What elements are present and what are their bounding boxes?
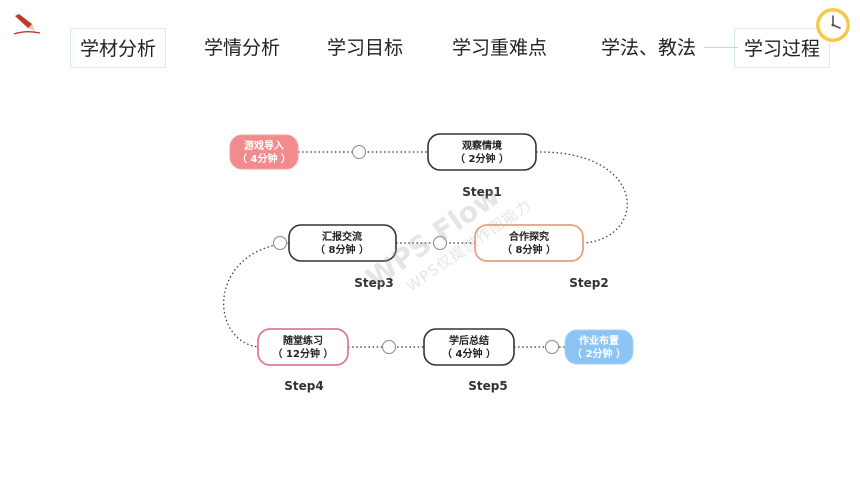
node-duration: （ 4分钟 ） [237,152,291,165]
junction-dot [433,236,447,250]
node-duration: （ 2分钟 ） [572,347,626,360]
flow-node-homework: 作业布置 （ 2分钟 ） [564,329,634,365]
node-title: 游戏导入 [244,139,284,152]
flow-node-class-practice: 随堂练习 （ 12分钟 ） [257,328,349,366]
step-label-3: Step3 [354,276,393,290]
flow-node-observe-scene: 观察情境 （ 2分钟 ） [427,133,537,171]
node-title: 合作探究 [508,230,549,243]
nav-tab-methods[interactable]: 学法、教法 [601,37,697,59]
junction-dot [273,236,287,250]
node-title: 作业布置 [579,334,619,347]
node-title: 学后总结 [449,334,489,347]
node-duration: （ 2分钟 ） [455,152,509,165]
nav-tab-learning-goals[interactable]: 学习目标 [327,37,404,59]
flow-node-game-intro: 游戏导入 （ 4分钟 ） [229,134,299,170]
nav-connector-line [704,47,738,48]
step-label-5: Step5 [468,379,507,393]
flow-node-report-exchange: 汇报交流 （ 8分钟 ） [288,224,397,262]
node-title: 观察情境 [462,139,502,152]
node-duration: （ 4分钟 ） [442,347,496,360]
flow-node-cooperative-inquiry: 合作探究 （ 8分钟 ） [474,224,584,262]
junction-dot [545,340,559,354]
nav-tab-student-analysis[interactable]: 学情分析 [204,37,281,59]
app-logo-icon [13,14,41,35]
node-duration: （ 8分钟 ） [315,243,369,256]
step-label-2: Step2 [569,276,608,290]
clock-icon [816,8,850,42]
flow-node-summary: 学后总结 （ 4分钟 ） [423,328,515,366]
top-nav: 学材分析 学情分析 学习目标 学习重难点 学法、教法 学习过程 [0,28,860,68]
junction-dot [352,145,366,159]
nav-tab-learning-process[interactable]: 学习过程 [734,28,831,68]
flow-junctions [273,145,559,354]
node-duration: （ 8分钟 ） [502,243,556,256]
node-title: 汇报交流 [322,230,362,243]
nav-tab-material-analysis[interactable]: 学材分析 [70,28,167,68]
node-duration: （ 12分钟 ） [273,347,334,360]
node-title: 随堂练习 [283,334,323,347]
step-label-4: Step4 [284,379,323,393]
step-label-1: Step1 [462,185,501,199]
nav-tab-key-points[interactable]: 学习重难点 [452,37,548,59]
junction-dot [382,340,396,354]
connector-2-3 [535,151,628,244]
